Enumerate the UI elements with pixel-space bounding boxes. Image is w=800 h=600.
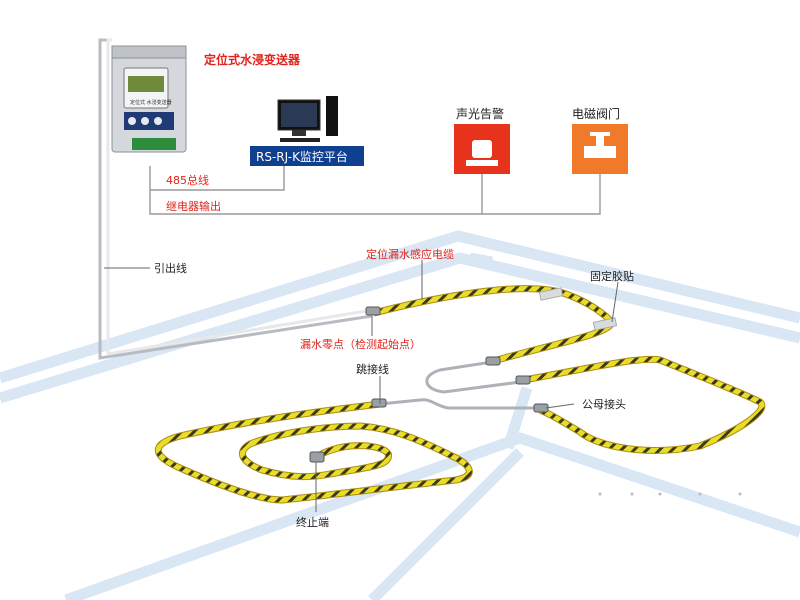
platform-box: [250, 146, 364, 166]
alarm-icon: [454, 124, 510, 174]
connector-jumper-b: [371, 398, 387, 408]
valve-label: 电磁阀门: [572, 106, 620, 121]
bus-label: 485总线: [166, 173, 209, 187]
callout-lines: [104, 260, 619, 512]
device-title: 定位式水浸变送器: [204, 52, 301, 67]
sensing-cable-spiral: [154, 400, 473, 504]
floor-outline: [0, 230, 800, 600]
connector-label: 公母接头: [582, 398, 626, 411]
bus-wiring: [149, 166, 601, 215]
connector-jumper-a: [485, 356, 501, 366]
end-terminal-label: 终止端: [296, 515, 329, 529]
watermark: [598, 492, 742, 496]
jumper-label: 跳接线: [356, 362, 389, 376]
end-terminal: [309, 451, 325, 463]
cable-label: 定位漏水感应电缆: [366, 247, 454, 261]
alarm-label: 声光告警: [456, 106, 504, 121]
relay-label: 继电器输出: [166, 199, 221, 213]
device-panel-text: 定位式 水浸变送器: [130, 99, 172, 106]
fixing-tape-1: [538, 287, 564, 301]
fixing-tape-label: 固定胶贴: [590, 269, 634, 283]
lead-wire: [98, 38, 373, 360]
connector-zero-point: [365, 306, 381, 316]
valve-icon: [572, 124, 628, 174]
sensing-cable-right: [523, 355, 766, 454]
sensing-cable-outer: [373, 285, 616, 366]
lead-wire-label: 引出线: [154, 261, 187, 275]
jumper-wire: [379, 360, 540, 410]
fixing-tape-2: [592, 317, 618, 331]
platform-label: RS-RJ-K监控平台: [256, 149, 348, 164]
zero-point-label: 漏水零点（检测起始点）: [300, 337, 421, 351]
computer-icon: [277, 96, 338, 142]
transmitter-device: [111, 45, 187, 153]
